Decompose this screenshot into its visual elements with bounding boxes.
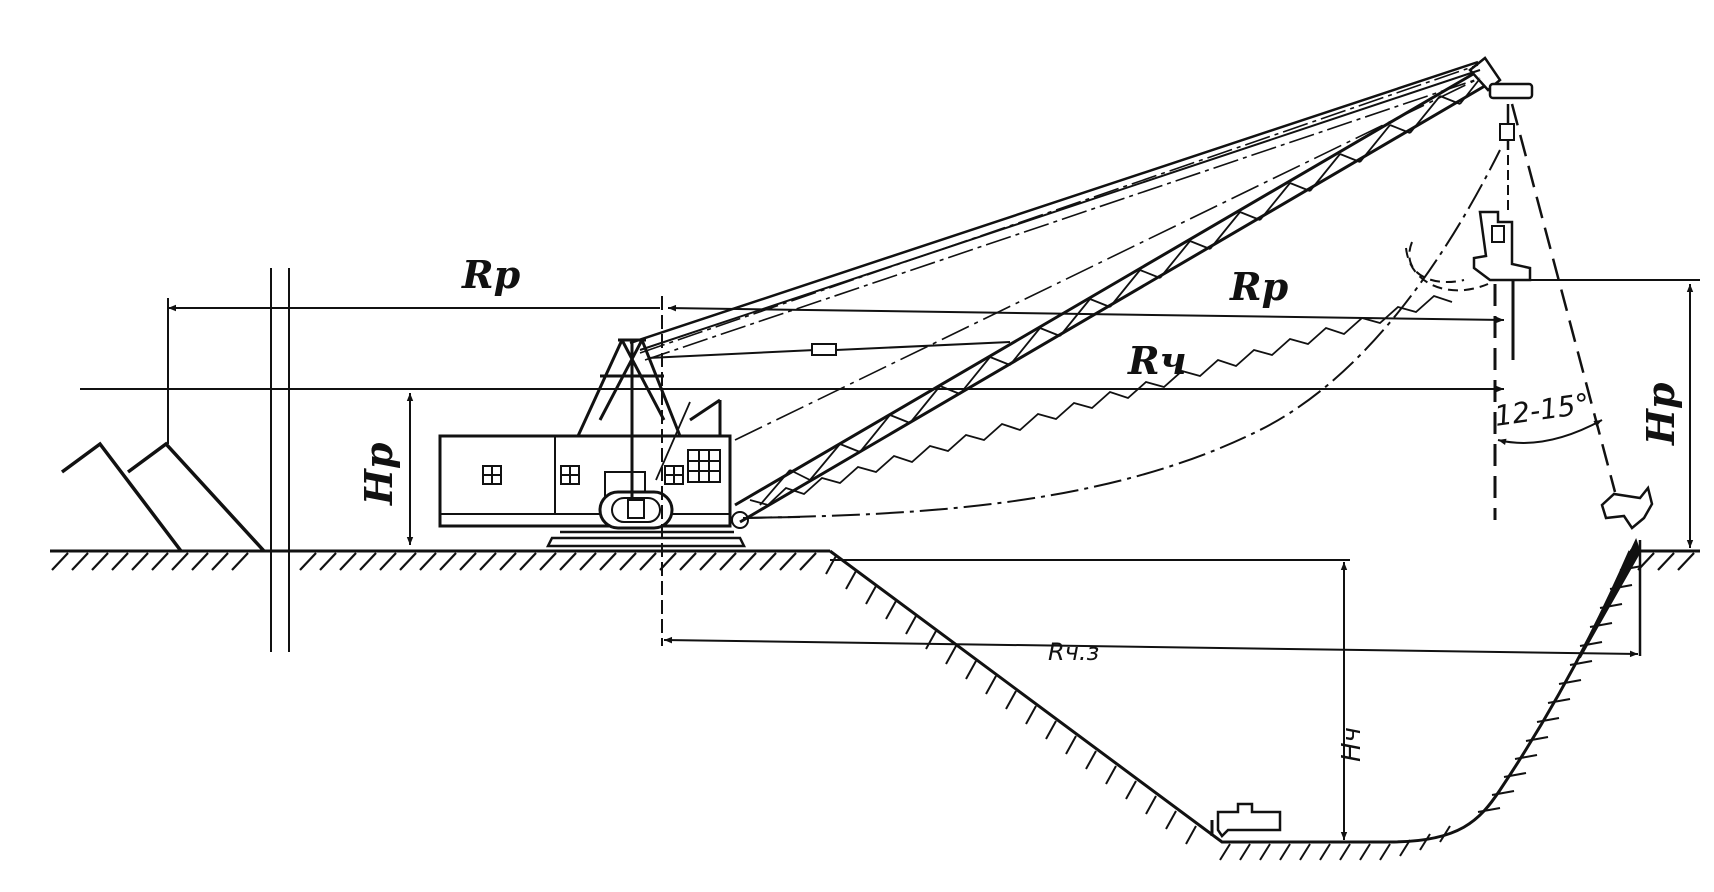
dimension-lines <box>80 279 1700 840</box>
bulldozer-icon <box>1210 802 1282 838</box>
label-rchz: Rч.з <box>1048 638 1099 666</box>
label-hch: Hч <box>1337 727 1367 762</box>
label-rp-left: Rp <box>461 252 521 297</box>
excavation-pit <box>825 549 1643 861</box>
label-rch: Rч <box>1127 338 1187 383</box>
dragline-excavator-icon <box>438 338 749 548</box>
dragline-bucket-icon <box>1405 103 1654 659</box>
spoil-pile-icon <box>60 441 266 553</box>
bucket-trajectory <box>743 149 1501 519</box>
label-angle: 12-15° <box>1492 387 1591 433</box>
label-hp-left: Hp <box>356 442 401 506</box>
label-rp-boom: Rp <box>1229 264 1289 309</box>
labels: Rp Rp Rч Hp Hp 12-15° Rч.з Hч <box>356 252 1683 762</box>
ground-surface <box>50 268 1700 652</box>
label-hp-right: Hp <box>1638 382 1683 446</box>
suspension-cables <box>629 60 1481 481</box>
